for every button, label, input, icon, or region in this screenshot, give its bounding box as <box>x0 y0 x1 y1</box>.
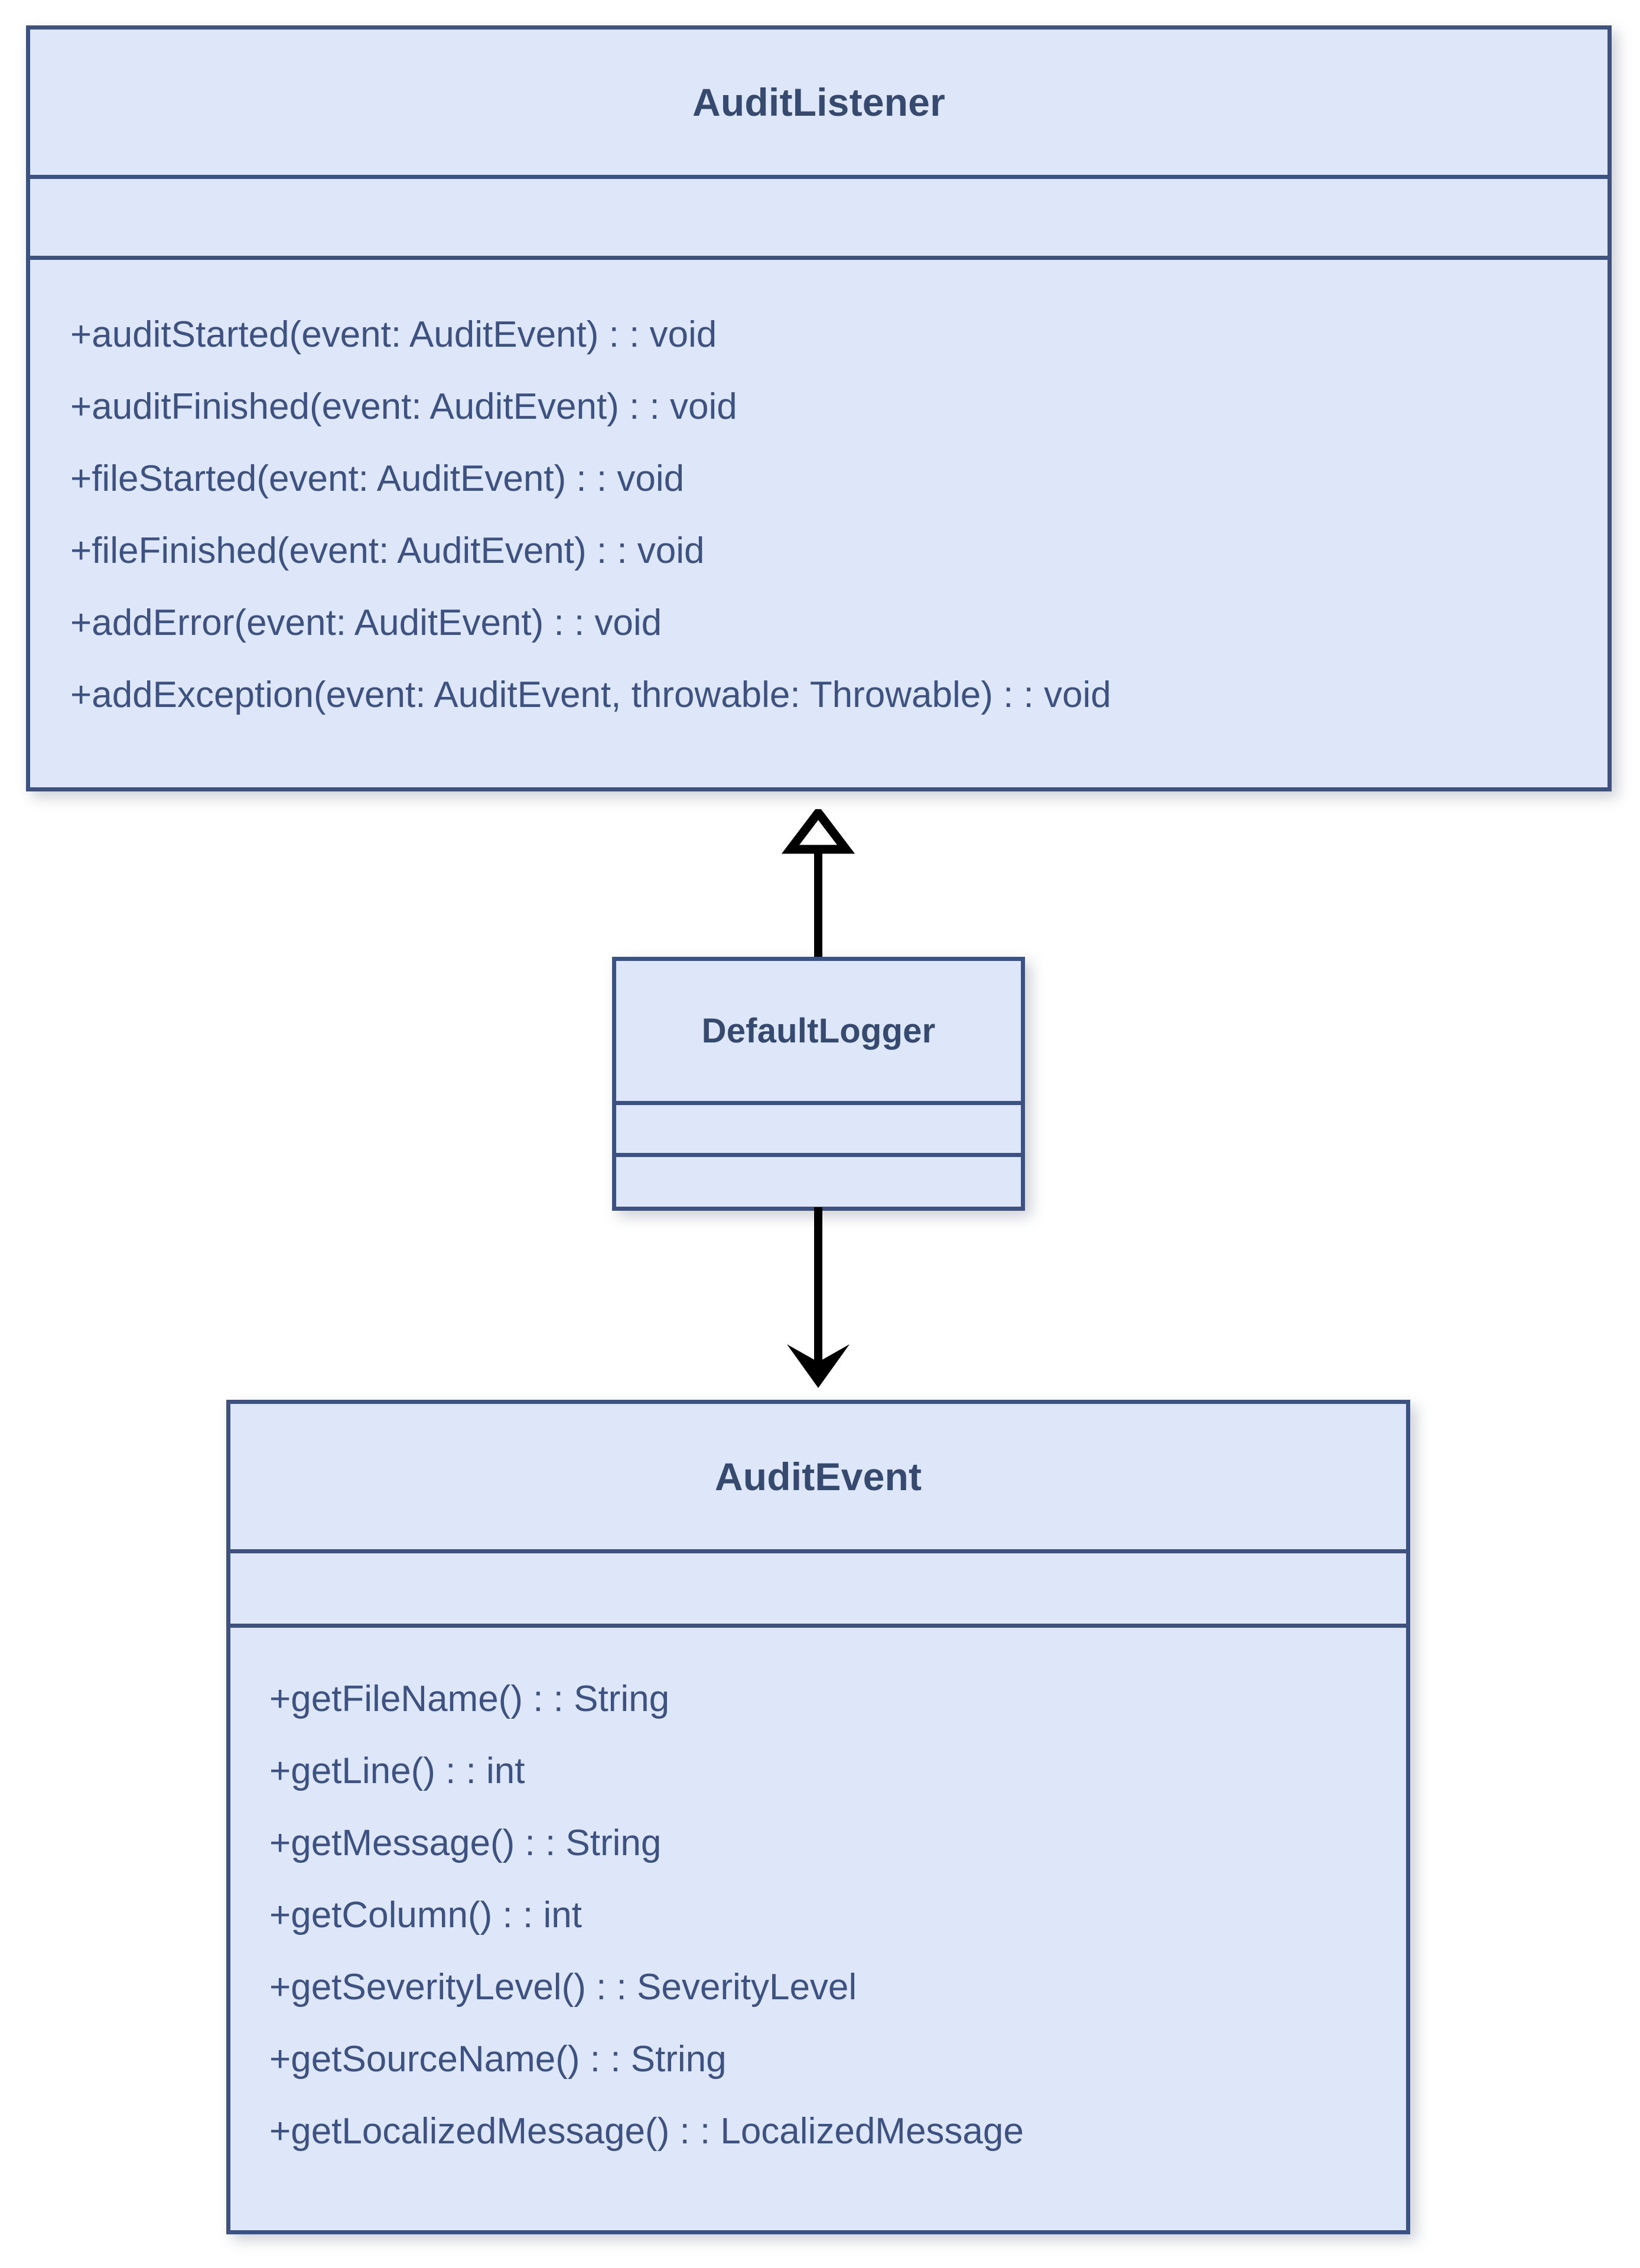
class-name-auditevent: AuditEvent <box>230 1404 1406 1553</box>
operation-row: +fileStarted(event: AuditEvent) : : void <box>70 458 685 499</box>
class-name-defaultlogger: DefaultLogger <box>616 961 1021 1105</box>
operation-row: +getSeverityLevel() : : SeverityLevel <box>269 1967 857 2008</box>
attributes-compartment-defaultlogger <box>616 1105 1021 1157</box>
operation-row: +getFileName() : : String <box>269 1679 670 1719</box>
operation-row: +getColumn() : : int <box>269 1895 582 1935</box>
generalization-connector-defaultlogger-to-auditlistener <box>774 805 863 960</box>
association-connector-defaultlogger-to-auditevent <box>774 1207 863 1390</box>
operations-compartment-defaultlogger <box>616 1157 1021 1207</box>
class-name-auditlistener: AuditListener <box>30 30 1608 179</box>
operation-row: +getMessage() : : String <box>269 1823 662 1863</box>
operation-row: +auditStarted(event: AuditEvent) : : voi… <box>70 314 717 355</box>
operations-compartment-auditevent: +getFileName() : : String +getLine() : :… <box>230 1628 1406 2226</box>
operation-row: +addError(event: AuditEvent) : : void <box>70 602 662 643</box>
operation-row: +getSourceName() : : String <box>269 2039 727 2080</box>
uml-class-defaultlogger[interactable]: DefaultLogger <box>612 957 1025 1211</box>
uml-class-auditlistener[interactable]: AuditListener +auditStarted(event: Audit… <box>26 25 1612 791</box>
operation-row: +getLine() : : int <box>269 1751 525 1791</box>
uml-class-auditevent[interactable]: AuditEvent +getFileName() : : String +ge… <box>226 1400 1410 2234</box>
attributes-compartment-auditlistener <box>30 179 1608 260</box>
generalization-arrow-icon <box>781 805 855 960</box>
operation-row: +getLocalizedMessage() : : LocalizedMess… <box>269 2111 1024 2152</box>
operation-row: +auditFinished(event: AuditEvent) : : vo… <box>70 386 737 427</box>
attributes-compartment-auditevent <box>230 1553 1406 1628</box>
open-arrow-icon <box>787 1207 850 1388</box>
operation-row: +fileFinished(event: AuditEvent) : : voi… <box>70 530 705 571</box>
operations-compartment-auditlistener: +auditStarted(event: AuditEvent) : : voi… <box>30 260 1608 784</box>
operation-row: +addException(event: AuditEvent, throwab… <box>70 674 1111 715</box>
